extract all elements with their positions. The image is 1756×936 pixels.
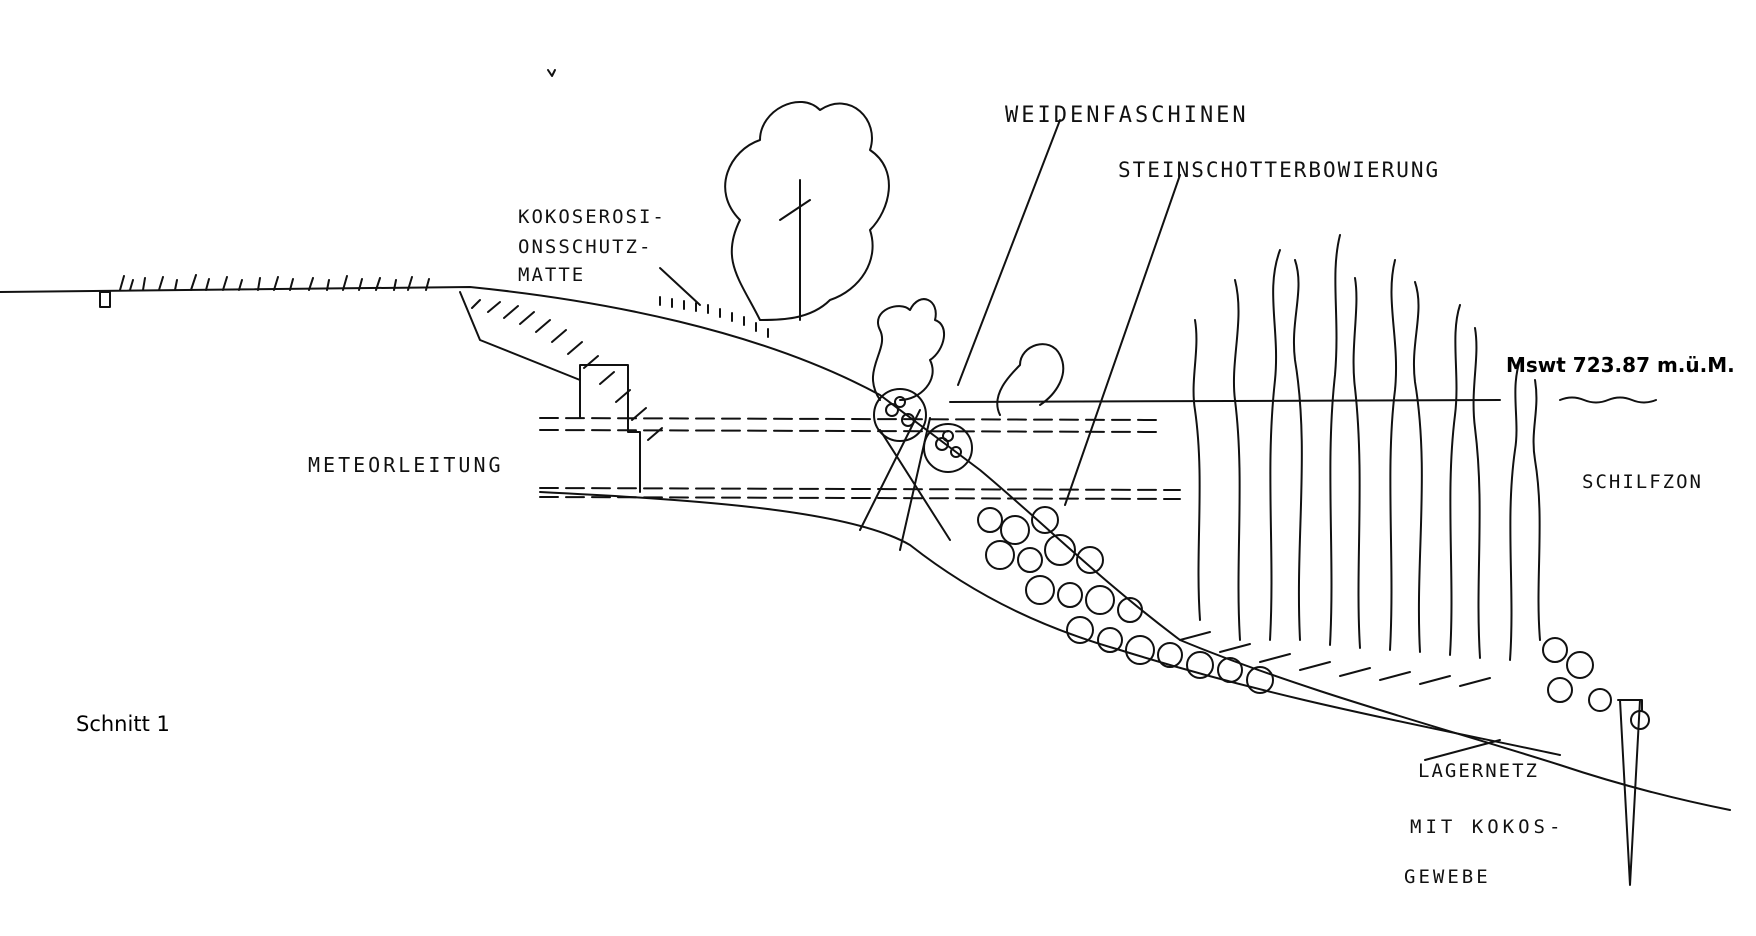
label-schilfzone: SCHILFZON	[1582, 471, 1703, 493]
pipe-dashed-lower	[539, 487, 1181, 500]
sediment-hatching	[1179, 631, 1491, 687]
water-level-label: Mswt 723.87 m.ü.M.	[1506, 353, 1735, 377]
water-line	[949, 396, 1657, 404]
leader-stein	[1064, 174, 1181, 506]
section-title: Schnitt 1	[76, 712, 170, 736]
ground-surface-line	[0, 286, 1731, 811]
leader-lager	[1424, 739, 1501, 761]
leader-kokos	[659, 267, 701, 306]
pipe-dashed-upper	[539, 417, 1161, 433]
reed-zone	[1192, 234, 1541, 661]
fascine-bundle-1	[873, 388, 927, 442]
anchor-stake	[1617, 699, 1643, 886]
manhole-structure	[579, 364, 641, 493]
fascine-stakes	[859, 409, 951, 551]
label-lagernetz-line1: LAGERNETZ	[1418, 760, 1539, 782]
label-weidenfaschinen: WEIDENFASCHINEN	[1005, 103, 1249, 128]
mat-ticks	[659, 296, 769, 338]
rock-pile	[977, 506, 1650, 730]
label-kokos-line2: ONSSCHUTZ-	[518, 236, 653, 258]
label-lagernetz-line3: GEWEBE	[1404, 866, 1491, 888]
slope-hatching	[471, 299, 663, 441]
tree-sketch	[724, 100, 890, 321]
label-meteorleitung: METEORLEITUNG	[308, 453, 504, 477]
willow-shrub	[872, 298, 1065, 416]
leader-weiden	[957, 119, 1061, 386]
label-lagernetz-line2: MIT KOKOS-	[1410, 816, 1565, 838]
leader-meteor	[459, 291, 581, 381]
lower-terrain-line	[539, 491, 1561, 756]
survey-post	[99, 291, 111, 308]
label-kokos-line3: MATTE	[518, 264, 586, 286]
label-kokos-line1: KOKOSEROSI-	[518, 206, 666, 228]
grass-tufts	[119, 274, 430, 291]
label-steinschotter: STEINSCHOTTERBOWIERUNG	[1118, 158, 1441, 182]
sketch-mark	[547, 69, 556, 77]
